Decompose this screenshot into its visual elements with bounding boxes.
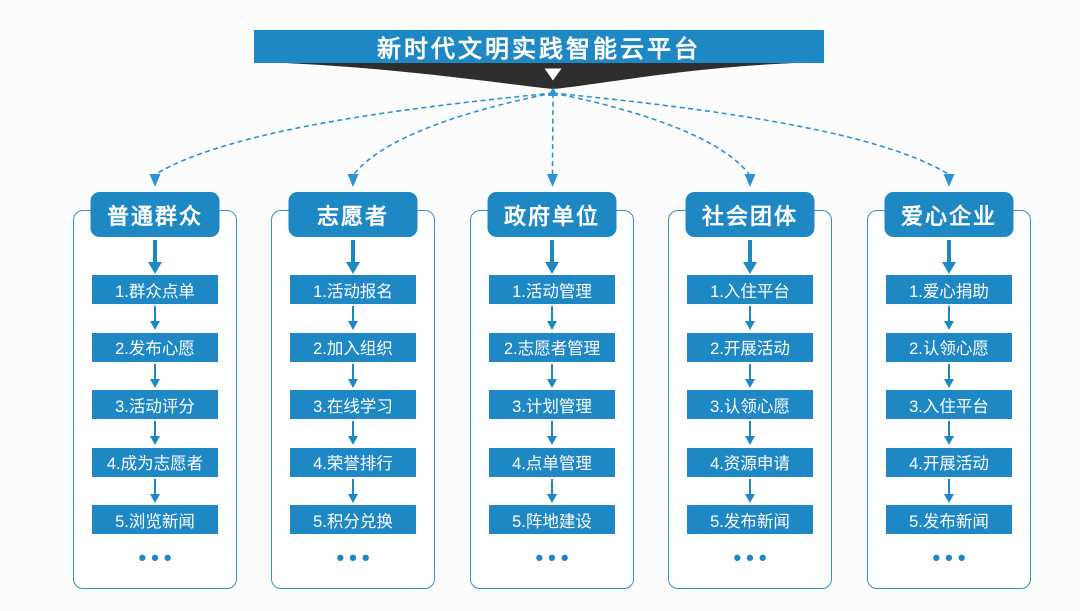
down-arrow-icon: [346, 238, 360, 275]
step-box: 3.入住平台: [886, 390, 1012, 419]
step-box: 1.活动管理: [489, 275, 615, 304]
column-body: 1.群众点单 2.发布心愿 3.活动评分 4.成为志愿者 5.浏览新闻 •••: [74, 211, 236, 569]
down-arrow-icon: [148, 238, 162, 275]
step-box: 4.成为志愿者: [92, 447, 218, 477]
column-body: 1.入住平台 2.开展活动 3.认领心愿 4.资源申请 5.发布新闻 •••: [669, 211, 831, 569]
step-box: 2.志愿者管理: [489, 332, 615, 362]
down-arrow-icon: [150, 477, 160, 506]
ellipsis: •••: [336, 545, 375, 570]
connector-arrowhead-5: [943, 174, 955, 187]
step-box: 3.计划管理: [489, 390, 615, 419]
step-box: 5.阵地建设: [489, 505, 615, 534]
connector-arrowhead-2: [347, 174, 359, 187]
banner-down-arrow-icon: [544, 68, 562, 81]
platform-title-banner: 新时代文明实践智能云平台: [254, 30, 824, 63]
down-arrow-icon: [944, 362, 954, 391]
step-box: 2.发布心愿: [92, 332, 218, 362]
step-box: 2.加入组织: [290, 332, 416, 362]
down-arrow-icon: [743, 238, 757, 275]
step-box: 1.活动报名: [290, 275, 416, 304]
banner-shape: [254, 62, 824, 89]
column-caring-enterprises: 爱心企业 1.爱心捐助 2.认领心愿 3.入住平台 4.开展活动 5.发布新闻 …: [867, 192, 1031, 589]
down-arrow-icon: [150, 419, 160, 448]
connector-curve-2: [353, 92, 554, 175]
down-arrow-icon: [547, 362, 557, 391]
step-box: 5.发布新闻: [886, 505, 1012, 534]
ellipsis: •••: [535, 545, 574, 570]
down-arrow-icon: [545, 238, 559, 275]
step-box: 4.资源申请: [687, 447, 813, 477]
column-header: 爱心企业: [884, 192, 1014, 237]
down-arrow-icon: [547, 419, 557, 448]
down-arrow-icon: [348, 362, 358, 391]
down-arrow-icon: [745, 362, 755, 391]
column-body: 1.活动管理 2.志愿者管理 3.计划管理 4.点单管理 5.阵地建设 •••: [471, 211, 633, 569]
step-box: 5.浏览新闻: [92, 505, 218, 534]
step-box: 5.发布新闻: [687, 505, 813, 534]
connector-arrowhead-4: [744, 174, 756, 187]
connector-arrowhead-3: [547, 174, 558, 187]
connector-curve-5: [552, 92, 949, 175]
ellipsis: •••: [733, 545, 772, 570]
step-box: 1.爱心捐助: [886, 275, 1012, 304]
step-box: 2.认领心愿: [886, 332, 1012, 362]
connector-curve-3: [551, 92, 554, 175]
down-arrow-icon: [150, 362, 160, 391]
column-body: 1.活动报名 2.加入组织 3.在线学习 4.荣誉排行 5.积分兑换 •••: [272, 211, 434, 569]
down-arrow-icon: [547, 477, 557, 506]
column-header: 社会团体: [685, 192, 815, 237]
down-arrow-icon: [944, 304, 954, 333]
down-arrow-icon: [745, 304, 755, 333]
down-arrow-icon: [745, 419, 755, 448]
step-box: 2.开展活动: [687, 332, 813, 362]
step-box: 3.认领心愿: [687, 390, 813, 419]
down-arrow-icon: [942, 238, 956, 275]
platform-title: 新时代文明实践智能云平台: [377, 36, 701, 63]
column-volunteers: 志愿者 1.活动报名 2.加入组织 3.在线学习 4.荣誉排行 5.积分兑换 •…: [271, 192, 435, 589]
step-box: 4.开展活动: [886, 447, 1012, 477]
step-box: 1.群众点单: [92, 275, 218, 304]
column-government-units: 政府单位 1.活动管理 2.志愿者管理 3.计划管理 4.点单管理 5.阵地建设…: [470, 192, 634, 589]
down-arrow-icon: [348, 477, 358, 506]
step-box: 4.点单管理: [489, 447, 615, 477]
column-header: 政府单位: [487, 192, 617, 237]
down-arrow-icon: [745, 477, 755, 506]
connector-curve-4: [552, 92, 750, 175]
connector-curve-1: [155, 92, 554, 175]
ellipsis: •••: [932, 545, 971, 570]
column-general-public: 普通群众 1.群众点单 2.发布心愿 3.活动评分 4.成为志愿者 5.浏览新闻…: [73, 192, 237, 589]
step-box: 3.在线学习: [290, 390, 416, 419]
down-arrow-icon: [150, 304, 160, 333]
column-body: 1.爱心捐助 2.认领心愿 3.入住平台 4.开展活动 5.发布新闻 •••: [868, 211, 1030, 569]
column-social-organizations: 社会团体 1.入住平台 2.开展活动 3.认领心愿 4.资源申请 5.发布新闻 …: [668, 192, 832, 589]
column-header: 普通群众: [90, 192, 220, 237]
step-box: 5.积分兑换: [290, 505, 416, 534]
step-box: 1.入住平台: [687, 275, 813, 304]
down-arrow-icon: [348, 419, 358, 448]
step-box: 3.活动评分: [92, 390, 218, 419]
down-arrow-icon: [547, 304, 557, 333]
ellipsis: •••: [138, 545, 177, 570]
down-arrow-icon: [348, 304, 358, 333]
down-arrow-icon: [944, 477, 954, 506]
column-header: 志愿者: [288, 192, 418, 237]
down-arrow-icon: [944, 419, 954, 448]
connector-arrowhead-1: [149, 174, 161, 187]
step-box: 4.荣誉排行: [290, 447, 416, 477]
